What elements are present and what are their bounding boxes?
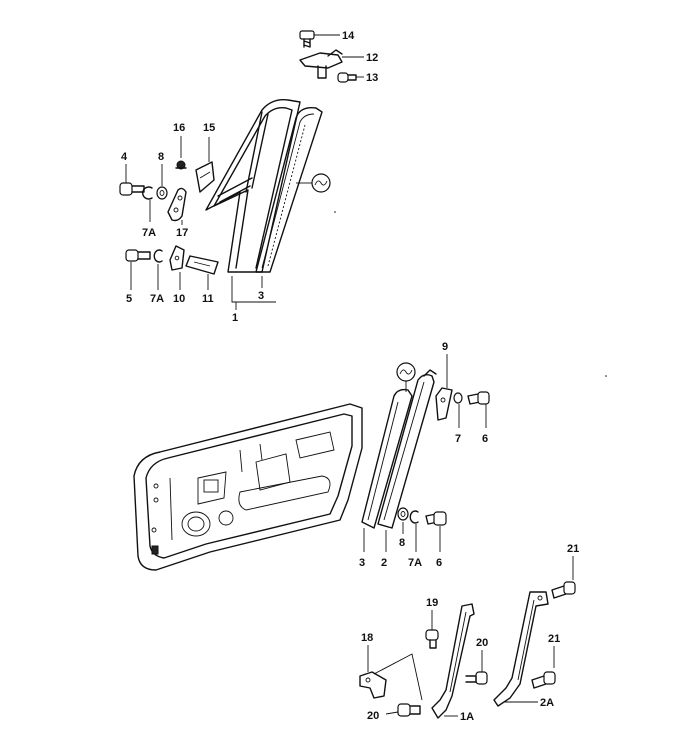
plate-17 (167, 187, 187, 222)
label-1A: 1A (460, 711, 474, 723)
label-6a: 6 (482, 433, 488, 445)
washer-7 (453, 392, 463, 404)
label-14: 14 (342, 30, 355, 42)
screw-14 (299, 30, 315, 48)
rail-1A (431, 603, 475, 719)
clip-16 (175, 160, 187, 170)
label-8b: 8 (399, 537, 405, 549)
label-2: 2 (381, 557, 387, 569)
label-21a: 21 (567, 543, 579, 555)
dot-mark (334, 211, 336, 213)
label-13: 13 (366, 72, 378, 84)
bracket-10 (169, 245, 185, 271)
label-4: 4 (121, 151, 128, 163)
channel-3-lower (361, 388, 413, 529)
clip-12 (299, 49, 343, 79)
washer-8a (156, 186, 168, 200)
channel-3-upper (255, 107, 323, 273)
label-7Ab2: 7A (408, 557, 422, 569)
washer-7Aa (142, 186, 153, 200)
bolt-6b (425, 511, 447, 526)
label-18: 18 (361, 632, 373, 644)
bolt-4 (119, 182, 145, 196)
washer-8b (397, 507, 409, 521)
label-15: 15 (203, 122, 215, 134)
bolt-5 (125, 249, 151, 262)
label-21b: 21 (548, 633, 560, 645)
washer-7Ab (153, 249, 163, 263)
label-8a: 8 (158, 151, 164, 163)
bracket-1 (231, 276, 276, 303)
label-1: 1 (232, 312, 238, 324)
label-10: 10 (173, 293, 185, 305)
grease-symbol-lower-icon (396, 362, 416, 382)
label-20a: 20 (367, 710, 379, 722)
label-17: 17 (176, 227, 188, 239)
bolt-21a (551, 581, 576, 599)
label-16: 16 (173, 122, 185, 134)
label-6b: 6 (436, 557, 442, 569)
label-5: 5 (126, 293, 132, 305)
rail-2A (493, 591, 549, 707)
leader-20a (385, 711, 399, 715)
label-7Aa: 7A (142, 227, 156, 239)
bolt-20a (397, 703, 421, 717)
label-12: 12 (366, 52, 378, 64)
grease-symbol-icon (311, 173, 331, 193)
label-20b: 20 (476, 637, 488, 649)
bolt-20b (465, 671, 488, 685)
label-9: 9 (442, 341, 448, 353)
label-3a: 3 (258, 290, 264, 302)
label-19: 19 (426, 597, 438, 609)
label-11: 11 (202, 293, 214, 305)
guide-15 (195, 161, 215, 193)
window-frame-1 (205, 99, 301, 273)
screw-13 (337, 72, 357, 83)
washer-7Ab2 (409, 510, 419, 524)
label-3b: 3 (359, 557, 365, 569)
guide-11 (185, 255, 219, 275)
label-7a: 7 (455, 433, 461, 445)
leader-18-group (373, 653, 423, 701)
label-7Ab: 7A (150, 293, 164, 305)
guide-rail-2 (377, 369, 437, 529)
label-2A: 2A (540, 697, 554, 709)
bolt-19 (425, 629, 439, 649)
door-shell (133, 403, 363, 571)
bolt-21b (531, 671, 556, 689)
bracket-9 (435, 387, 453, 421)
dot-mark (605, 375, 607, 377)
bracket-18 (359, 671, 387, 699)
bolt-6a (467, 391, 490, 405)
